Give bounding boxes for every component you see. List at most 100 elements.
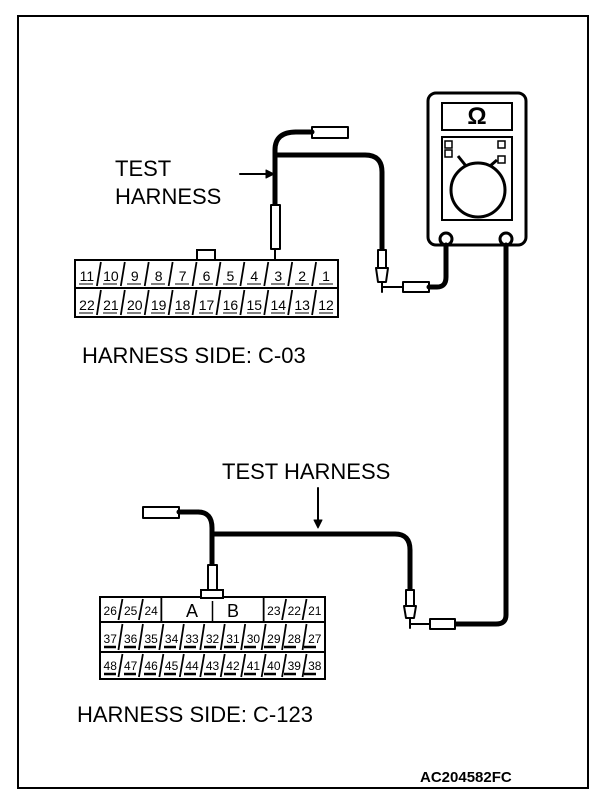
pin-number: 7 [179,268,187,284]
pin-number: 8 [155,268,163,284]
pin-number: 12 [318,297,334,313]
pin-divider [96,261,102,287]
pin-number: 10 [103,268,119,284]
figure-code: AC204582FC [420,769,512,786]
pin-label-a: A [186,601,198,621]
pin-number: 18 [175,297,191,313]
pin-divider [240,653,247,678]
pin-number: 35 [144,632,158,646]
pin-divider [117,598,124,621]
pin-divider [138,623,144,651]
pin-number: 36 [124,632,138,646]
pin-number: 14 [270,297,286,313]
pin-number: 3 [274,268,282,284]
pin-divider [281,623,287,651]
pin-divider [167,261,174,287]
pin-divider [219,623,226,651]
pin-divider [301,653,308,678]
pin-divider [178,623,185,651]
meter-ohm-symbol: Ω [467,103,486,130]
pin-divider [96,289,102,316]
pin-number: 15 [247,297,263,313]
pin-divider [311,261,317,287]
pin-number: 17 [199,297,215,313]
pin-divider [239,261,246,287]
pin-divider [138,653,144,678]
pin-divider [239,289,246,316]
harness-side-c123-label: HARNESS SIDE: C-123 [77,702,313,727]
pin-number: 16 [223,297,239,313]
pin-number: 22 [79,297,95,313]
pin-number: 21 [103,297,119,313]
pin-number: 28 [288,632,302,646]
pin-divider [219,653,226,678]
test-harness-label-lower: TEST HARNESS [222,459,390,484]
lower-test-harness [142,487,456,630]
pin-number: 2 [298,268,306,284]
pin-number: 11 [80,268,95,284]
pin-divider [158,623,165,651]
pin-divider [191,261,198,287]
test-harness-label-line2: HARNESS [115,184,221,209]
pin-number: 34 [165,632,179,646]
pin-number: 43 [206,659,220,673]
pin-divider [178,653,185,678]
test-harness-label-line1: TEST [115,156,171,181]
pin-number: 1 [322,268,330,284]
pin-divider [281,598,287,621]
pin-divider [240,623,247,651]
pin-number: 22 [288,604,302,618]
pin-number: 38 [308,659,322,673]
pin-number: 26 [104,604,118,618]
pin-number: 23 [267,604,281,618]
pin-divider [215,289,222,316]
pin-number: 4 [250,268,258,284]
pin-number: 37 [104,632,118,646]
pin-number: 44 [185,659,199,673]
pin-number: 21 [308,604,322,618]
pin-number: 41 [247,659,261,673]
pin-divider [191,289,198,316]
pin-divider [301,598,308,621]
pin-divider [281,653,287,678]
pin-number: 5 [227,268,235,284]
pin-divider [138,598,144,621]
pin-divider [260,623,267,651]
multimeter: Ω [426,91,528,247]
pin-divider [117,623,124,651]
upper-test-harness [239,126,449,293]
pin-divider [215,261,222,287]
pin-divider [287,261,294,287]
pin-label-b: B [227,601,239,621]
pin-number: 13 [294,297,310,313]
pin-number: 30 [247,632,261,646]
pin-number: 6 [203,268,211,284]
pin-divider [143,261,150,287]
pin-number: 48 [104,659,118,673]
pin-number: 31 [226,632,240,646]
pin-number: 25 [124,604,138,618]
pin-divider [119,261,126,287]
pin-number: 24 [144,604,158,618]
pin-number: 29 [267,632,281,646]
pin-divider [263,261,270,287]
harness-side-c03-label: HARNESS SIDE: C-03 [82,343,306,368]
pin-number: 39 [288,659,302,673]
pin-divider [263,289,270,316]
pin-number: 42 [226,659,240,673]
pin-number: 33 [185,632,199,646]
pin-divider [119,289,126,316]
pin-divider [117,653,124,678]
pin-divider [199,653,206,678]
pin-divider [143,289,150,316]
pin-divider [167,289,174,316]
pin-divider [158,653,165,678]
pin-number: 46 [144,659,158,673]
pin-number: 19 [151,297,167,313]
pin-number: 9 [131,268,139,284]
pin-number: 45 [165,659,179,673]
pin-number: 47 [124,659,138,673]
